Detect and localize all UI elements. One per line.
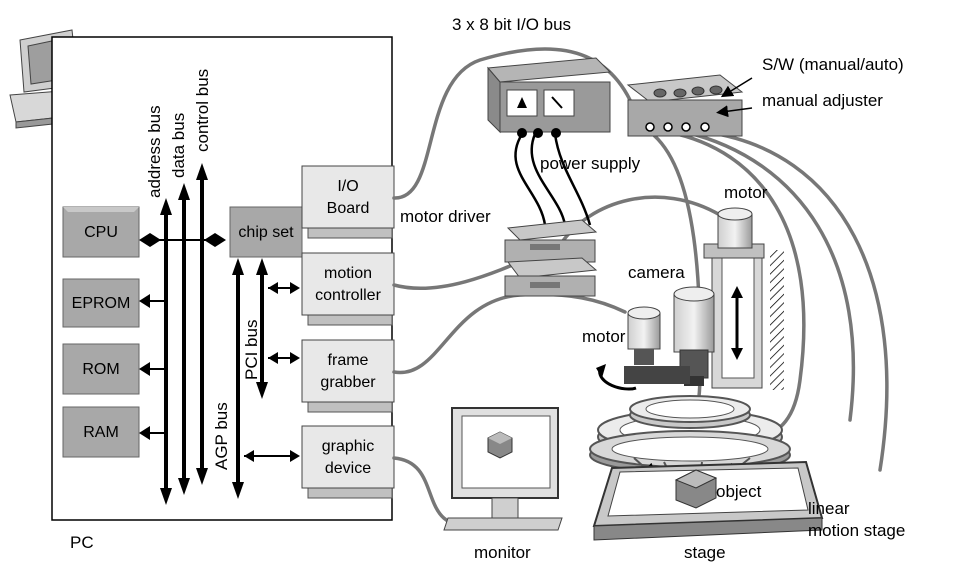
io-board-box	[301, 165, 395, 239]
monitor-label: monitor	[474, 543, 531, 562]
manual-adjuster-device	[626, 74, 744, 137]
object-label: object	[716, 482, 762, 501]
eprom-box	[62, 278, 140, 328]
cpu-label: CPU	[84, 224, 118, 241]
linear-motion-stage	[592, 460, 824, 541]
graphic-device-box	[301, 425, 395, 499]
frame-grabber-label-line2: grabber	[320, 374, 376, 391]
monitor-device	[443, 407, 563, 531]
address-bus-label: address bus	[145, 105, 164, 198]
motion-controller-label-line1: motion	[323, 265, 373, 282]
motor-driver-device	[504, 219, 598, 297]
cpu-box	[62, 206, 140, 258]
rotary-rings	[589, 395, 791, 474]
pc-label: PC	[70, 533, 94, 552]
manual-adjuster-label: manual adjuster	[762, 91, 883, 110]
chipset-label: chip set	[238, 224, 294, 241]
chipset-box	[229, 206, 303, 258]
camera-device	[673, 286, 715, 386]
eprom-label: EPROM	[71, 295, 131, 312]
motor-left-label: motor	[582, 327, 626, 346]
vertical-motor-assembly	[703, 207, 784, 390]
io-board-label-line1: I/O	[337, 178, 359, 195]
power-supply-label: power supply	[540, 154, 641, 173]
stage-label: stage	[684, 543, 726, 562]
io-board-label-line2: Board	[326, 200, 370, 217]
motion-controller-box	[301, 252, 395, 326]
sw-label: S/W (manual/auto)	[762, 55, 904, 74]
rom-label: ROM	[82, 361, 120, 378]
motor-driver-label: motor driver	[400, 207, 491, 226]
frame-grabber-box	[301, 339, 395, 413]
motion-controller-label-line2: controller	[315, 287, 381, 304]
frame-grabber-label-line1: frame	[327, 352, 369, 369]
graphic-device-label-line2: device	[324, 460, 372, 477]
ram-label: RAM	[83, 424, 119, 441]
power-supply-device	[486, 57, 612, 138]
graphic-device-label-line1: graphic	[321, 438, 375, 455]
pci-bus-label: PCI bus	[242, 319, 261, 380]
rotation-motor-device	[596, 306, 690, 391]
linear-label: linear	[808, 499, 850, 518]
control-bus-label: control bus	[193, 68, 212, 152]
ram-box	[62, 406, 140, 458]
agp-bus-label: AGP bus	[212, 402, 231, 470]
motion-stage-label: motion stage	[808, 521, 906, 540]
motor-top-label: motor	[724, 183, 768, 202]
rom-box	[62, 343, 140, 395]
data-bus-label: data bus	[169, 112, 188, 178]
camera-label: camera	[628, 263, 685, 282]
io-bus-label: 3 x 8 bit I/O bus	[452, 15, 572, 34]
